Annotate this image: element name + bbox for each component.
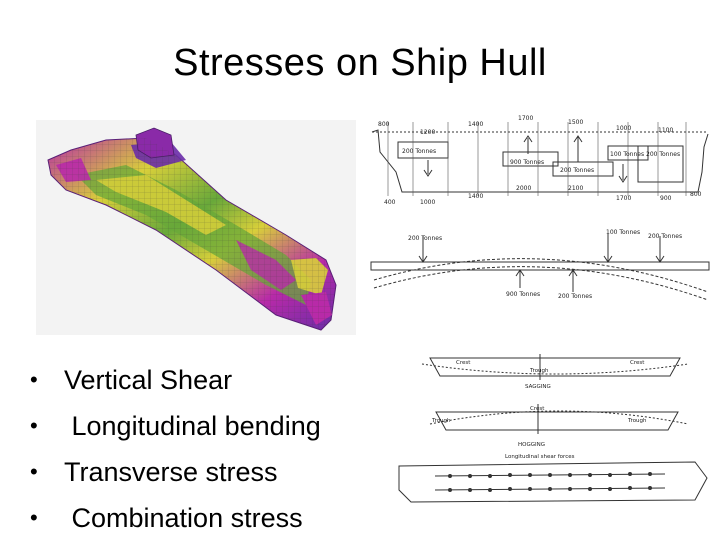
beam-load-label: 200 Tonnes — [648, 233, 682, 240]
bullet-item: • Vertical Shear — [30, 357, 321, 403]
bullet-text: Vertical Shear — [64, 365, 233, 395]
load-bottom-number: 800 — [690, 191, 702, 198]
load-label: 900 Tonnes — [510, 159, 544, 166]
bullet-glyph: • — [30, 367, 38, 392]
beam-load-label: 900 Tonnes — [506, 291, 540, 298]
load-bottom-number: 1000 — [420, 199, 435, 206]
hog-caption: HOGGING — [518, 442, 545, 448]
load-top-number: 1400 — [468, 121, 483, 128]
load-top-number: 1200 — [420, 129, 435, 136]
load-bottom-number: 2100 — [568, 185, 583, 192]
hog-left-label: Trough — [431, 418, 451, 424]
sag-right-label: Crest — [630, 360, 645, 366]
sag-mid-label: Trough — [529, 368, 549, 374]
bullet-text: Transverse stress — [64, 457, 278, 487]
load-label: 100 Tonnes — [610, 151, 644, 158]
shear-caption: Longitudinal shear forces — [505, 454, 575, 460]
load-top-number: 1700 — [518, 115, 533, 122]
load-label: 200 Tonnes — [560, 167, 594, 174]
bullet-text: Longitudinal bending — [64, 411, 321, 441]
load-label: 200 Tonnes — [402, 148, 436, 155]
slide-title: Stresses on Ship Hull — [173, 42, 547, 84]
bullet-list: • Vertical Shear • Longitudinal bending •… — [30, 357, 321, 541]
beam-load-label: 200 Tonnes — [558, 293, 592, 300]
longitudinal-shear-diagram: Longitudinal shear forces — [398, 454, 708, 503]
ship-fea-model-image — [36, 120, 356, 335]
load-distribution-diagram: 800 1200 1400 1700 1500 1000 1100 400 10… — [371, 115, 709, 206]
load-bottom-number: 2000 — [516, 185, 531, 192]
bullet-item: • Transverse stress — [30, 449, 321, 495]
load-top-number: 800 — [378, 121, 390, 128]
bullet-item: • Longitudinal bending — [30, 403, 321, 449]
hog-mid-label: Crest — [530, 406, 545, 412]
hogging-diagram: Trough Crest Trough HOGGING — [429, 404, 689, 448]
load-top-number: 1000 — [616, 125, 631, 132]
sag-caption: SAGGING — [525, 384, 551, 390]
bullet-glyph: • — [30, 413, 38, 438]
beam-load-label: 100 Tonnes — [606, 229, 640, 236]
load-bottom-number: 1700 — [616, 195, 631, 202]
beam-bending-diagram: 200 Tonnes 100 Tonnes 200 Tonnes 900 Ton… — [370, 229, 710, 301]
beam-load-label: 200 Tonnes — [408, 235, 442, 242]
bullet-text: Combination stress — [64, 503, 303, 533]
load-bottom-number: 900 — [660, 195, 672, 202]
sag-left-label: Crest — [456, 360, 471, 366]
hog-right-label: Trough — [627, 418, 647, 424]
load-top-number: 1100 — [658, 127, 673, 134]
load-bottom-number: 400 — [384, 199, 396, 206]
load-top-number: 1500 — [568, 119, 583, 126]
sagging-diagram: Crest Trough Crest SAGGING — [421, 354, 689, 390]
load-bottom-number: 1400 — [468, 193, 483, 200]
bullet-glyph: • — [30, 459, 38, 484]
load-label: 200 Tonnes — [646, 151, 680, 158]
bullet-glyph: • — [30, 505, 38, 530]
bullet-item: • Combination stress — [30, 495, 321, 541]
